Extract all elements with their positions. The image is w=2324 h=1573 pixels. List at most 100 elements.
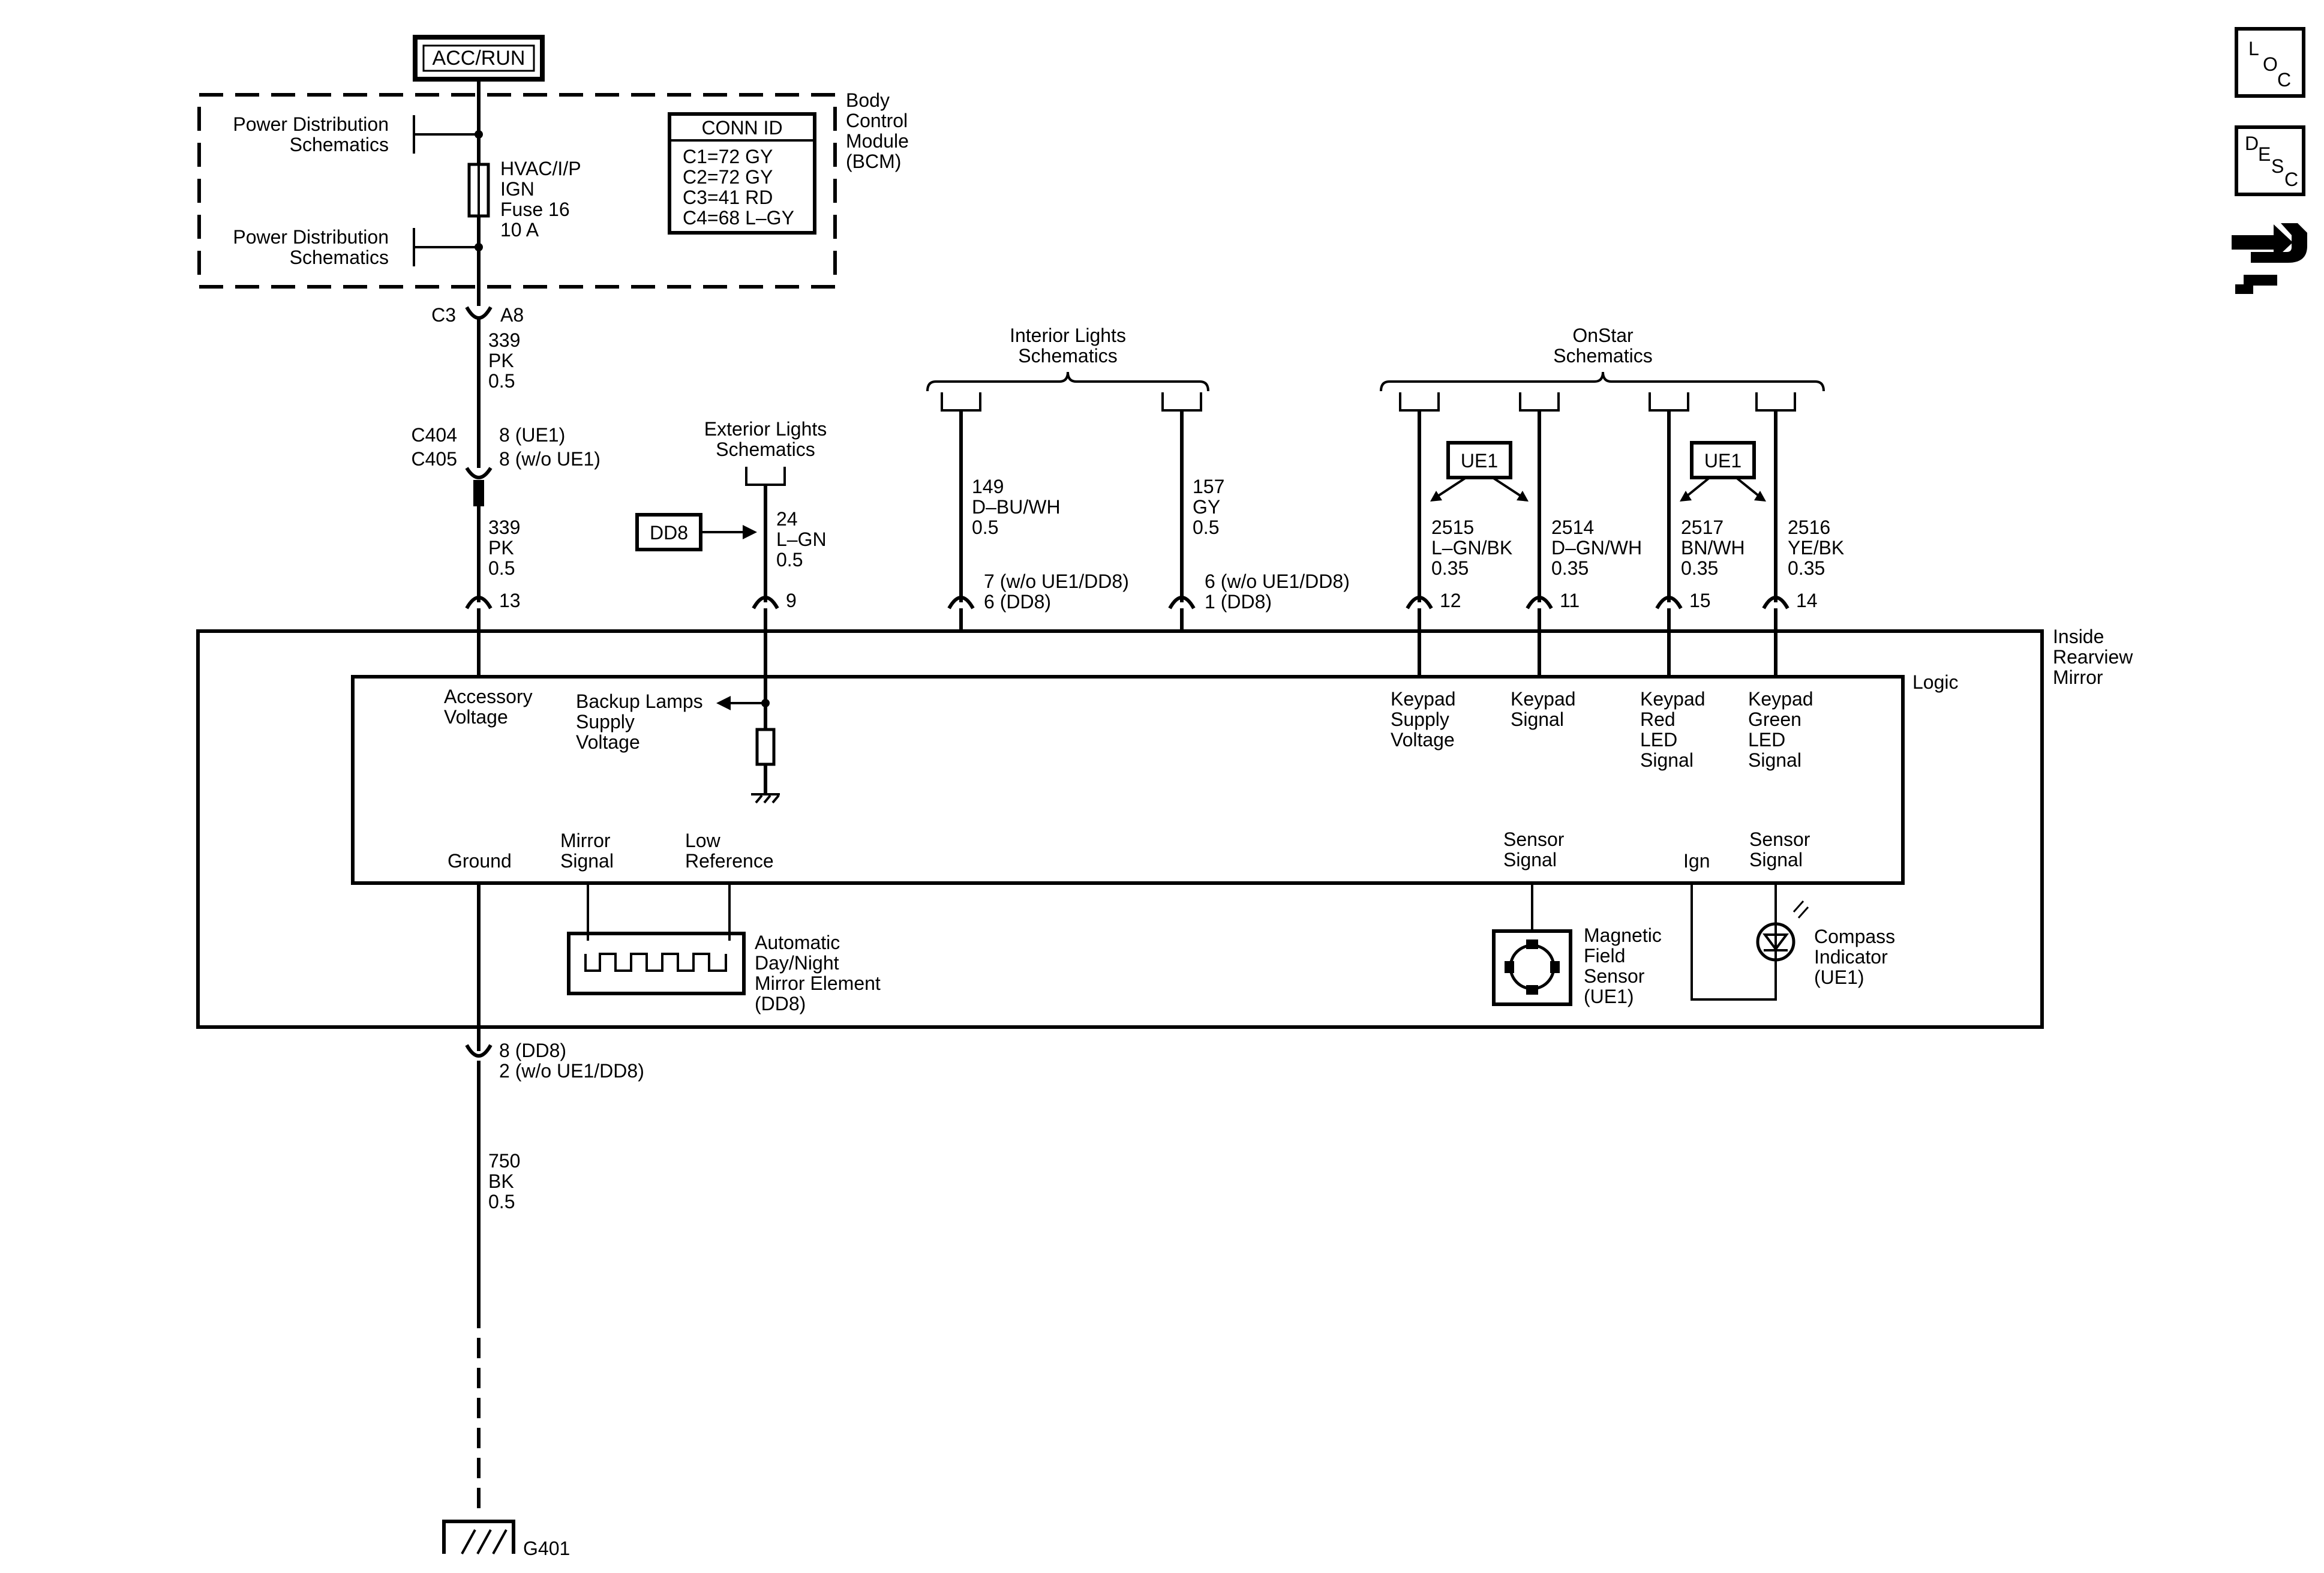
svg-text:11: 11: [1560, 590, 1580, 611]
wire-339-upper: 339 PK 0.5: [488, 329, 520, 392]
svg-text:14: 14: [1796, 590, 1818, 611]
wire-157: 157 GY 0.5: [1193, 476, 1224, 538]
wire-149: 149 D–BU/WH 0.5: [972, 476, 1061, 538]
svg-text:Day/Night: Day/Night: [755, 952, 839, 974]
svg-text:UE1: UE1: [1704, 450, 1742, 472]
dd8-tag: DD8: [635, 513, 757, 551]
svg-text:D: D: [2245, 133, 2259, 154]
svg-text:9: 9: [786, 590, 797, 611]
exterior-lights-link[interactable]: Exterior Lights Schematics: [704, 418, 827, 486]
svg-text:8 (UE1): 8 (UE1): [499, 424, 565, 446]
svg-text:Control: Control: [846, 110, 908, 131]
svg-text:Schematics: Schematics: [1553, 345, 1652, 367]
svg-text:BN/WH: BN/WH: [1681, 537, 1745, 559]
svg-text:24: 24: [776, 508, 798, 530]
svg-text:E: E: [2258, 143, 2271, 165]
svg-text:6 (w/o UE1/DD8): 6 (w/o UE1/DD8): [1205, 571, 1350, 592]
svg-text:Body: Body: [846, 89, 890, 111]
keypad-signal-label: Keypad Signal: [1511, 688, 1576, 730]
mirror-signal-label: Mirror Signal: [560, 830, 614, 872]
svg-text:0.5: 0.5: [488, 370, 515, 392]
svg-text:Signal: Signal: [1748, 749, 1801, 771]
svg-text:CONN ID: CONN ID: [701, 117, 782, 139]
svg-text:0.35: 0.35: [1681, 557, 1718, 579]
svg-text:339: 339: [488, 517, 520, 538]
svg-text:Schematics: Schematics: [1018, 345, 1117, 367]
sensor-signal-label-2: Sensor Signal: [1749, 828, 1810, 870]
svg-text:Red: Red: [1640, 709, 1676, 730]
bcm-connector-c3: C3 A8: [431, 304, 524, 326]
svg-text:LED: LED: [1748, 729, 1785, 751]
svg-text:Inside: Inside: [2053, 626, 2104, 647]
connector-link-icon[interactable]: [2232, 223, 2307, 294]
svg-text:750: 750: [488, 1150, 520, 1172]
location-button[interactable]: L O C: [2235, 27, 2305, 98]
svg-text:Magnetic: Magnetic: [1584, 924, 1662, 946]
svg-text:Schematics: Schematics: [716, 439, 815, 460]
svg-text:C3=41 RD: C3=41 RD: [683, 187, 773, 208]
pin-12: 12: [1406, 590, 1461, 611]
svg-text:C: C: [2284, 169, 2298, 190]
bcm-outline: [197, 93, 837, 289]
conn-id-table: CONN ID C1=72 GY C2=72 GY C3=41 RD C4=68…: [668, 112, 816, 235]
svg-text:Power Distribution: Power Distribution: [233, 226, 389, 248]
svg-text:Supply: Supply: [1391, 709, 1449, 730]
interior-lights-link[interactable]: Interior Lights Schematics: [926, 325, 1209, 412]
pin-11: 11: [1526, 590, 1580, 611]
svg-text:15: 15: [1689, 590, 1711, 611]
svg-text:C3: C3: [431, 304, 456, 326]
pin-14: 14: [1762, 590, 1818, 611]
svg-text:A8: A8: [500, 304, 524, 326]
svg-text:7 (w/o UE1/DD8): 7 (w/o UE1/DD8): [984, 571, 1129, 592]
svg-text:(UE1): (UE1): [1584, 986, 1634, 1007]
power-distribution-link-1[interactable]: Power Distribution Schematics: [233, 113, 483, 155]
svg-text:PK: PK: [488, 537, 514, 559]
svg-text:D–GN/WH: D–GN/WH: [1551, 537, 1642, 559]
svg-text:Signal: Signal: [1511, 709, 1564, 730]
accessory-voltage-label: Accessory Voltage: [444, 686, 533, 728]
svg-text:PK: PK: [488, 350, 514, 371]
description-button[interactable]: D E S C: [2235, 125, 2305, 196]
ground-label: Ground: [448, 850, 512, 872]
svg-text:GY: GY: [1193, 496, 1220, 518]
svg-text:8 (w/o UE1): 8 (w/o UE1): [499, 448, 600, 470]
magnetic-field-sensor: Magnetic Field Sensor (UE1): [1492, 883, 1662, 1007]
power-distribution-link-2[interactable]: Power Distribution Schematics: [233, 226, 483, 268]
svg-text:Mirror: Mirror: [560, 830, 611, 851]
svg-text:Supply: Supply: [576, 711, 635, 733]
svg-text:Sensor: Sensor: [1584, 965, 1645, 987]
ue1-tag-2: UE1: [1680, 441, 1766, 502]
svg-text:339: 339: [488, 329, 520, 351]
svg-text:Field: Field: [1584, 945, 1625, 966]
bcm-label: Body Control Module (BCM): [846, 89, 909, 172]
onstar-link[interactable]: OnStar Schematics: [1380, 325, 1825, 412]
backup-lamps-supply-label: Backup Lamps Supply Voltage: [576, 691, 770, 753]
svg-text:Schematics: Schematics: [290, 247, 389, 268]
svg-text:2515: 2515: [1431, 517, 1474, 538]
pin-157: 6 (w/o UE1/DD8) 1 (DD8): [1168, 571, 1350, 613]
svg-text:Voltage: Voltage: [576, 731, 640, 753]
svg-text:C404: C404: [412, 424, 458, 446]
svg-text:S: S: [2271, 155, 2284, 177]
svg-text:L: L: [2248, 38, 2259, 59]
svg-text:ACC/RUN: ACC/RUN: [433, 47, 526, 70]
pin-9: 9: [752, 590, 797, 611]
logic-label: Logic: [1912, 671, 1959, 693]
wire-2515: 2515 L–GN/BK 0.35: [1431, 517, 1512, 579]
svg-text:Module: Module: [846, 130, 909, 152]
wire-2514: 2514 D–GN/WH 0.35: [1551, 517, 1642, 579]
svg-text:Keypad: Keypad: [1640, 688, 1706, 710]
svg-text:6 (DD8): 6 (DD8): [984, 591, 1051, 613]
wire-2517: 2517 BN/WH 0.35: [1681, 517, 1745, 579]
svg-text:C: C: [2277, 69, 2291, 91]
mirror-outline: [196, 629, 2044, 1029]
inline-connector-c404-c405: C404 C405 8 (UE1) 8 (w/o UE1): [412, 424, 600, 506]
svg-text:Keypad: Keypad: [1748, 688, 1813, 710]
svg-text:Accessory: Accessory: [444, 686, 533, 707]
svg-text:UE1: UE1: [1461, 450, 1498, 472]
svg-text:Signal: Signal: [1640, 749, 1694, 771]
svg-text:BK: BK: [488, 1170, 514, 1192]
svg-text:C1=72 GY: C1=72 GY: [683, 146, 773, 167]
logic-block: [351, 675, 1905, 885]
